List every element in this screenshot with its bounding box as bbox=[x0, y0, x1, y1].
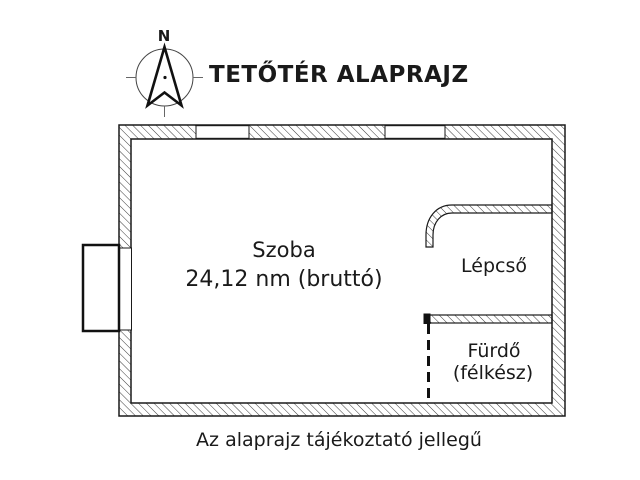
bathroom-wall-end-cap bbox=[423, 313, 431, 324]
room-label-lepcso: Lépcső bbox=[461, 255, 527, 277]
compass-north-label: N bbox=[157, 27, 171, 45]
stair-wall-curved bbox=[425, 204, 553, 248]
room-label-furdo: Fürdő bbox=[467, 340, 521, 362]
left-wall-opening bbox=[118, 247, 132, 331]
window-opening-left bbox=[195, 125, 250, 139]
balcony-bay bbox=[81, 243, 121, 333]
compass-tick-marks bbox=[126, 77, 203, 117]
compass-center-dot bbox=[163, 75, 167, 80]
bathroom-wall bbox=[424, 314, 553, 324]
page-title: TETŐTÉR ALAPRAJZ bbox=[209, 62, 469, 88]
window-opening-right bbox=[384, 125, 446, 139]
room-status-furdo: (félkész) bbox=[452, 362, 534, 384]
room-area-szoba: 24,12 nm (bruttó) bbox=[185, 267, 383, 292]
compass-rose bbox=[126, 42, 203, 117]
room-label-szoba: Szoba bbox=[252, 238, 316, 262]
disclaimer-caption: Az alaprajz tájékoztató jellegű bbox=[196, 429, 482, 451]
